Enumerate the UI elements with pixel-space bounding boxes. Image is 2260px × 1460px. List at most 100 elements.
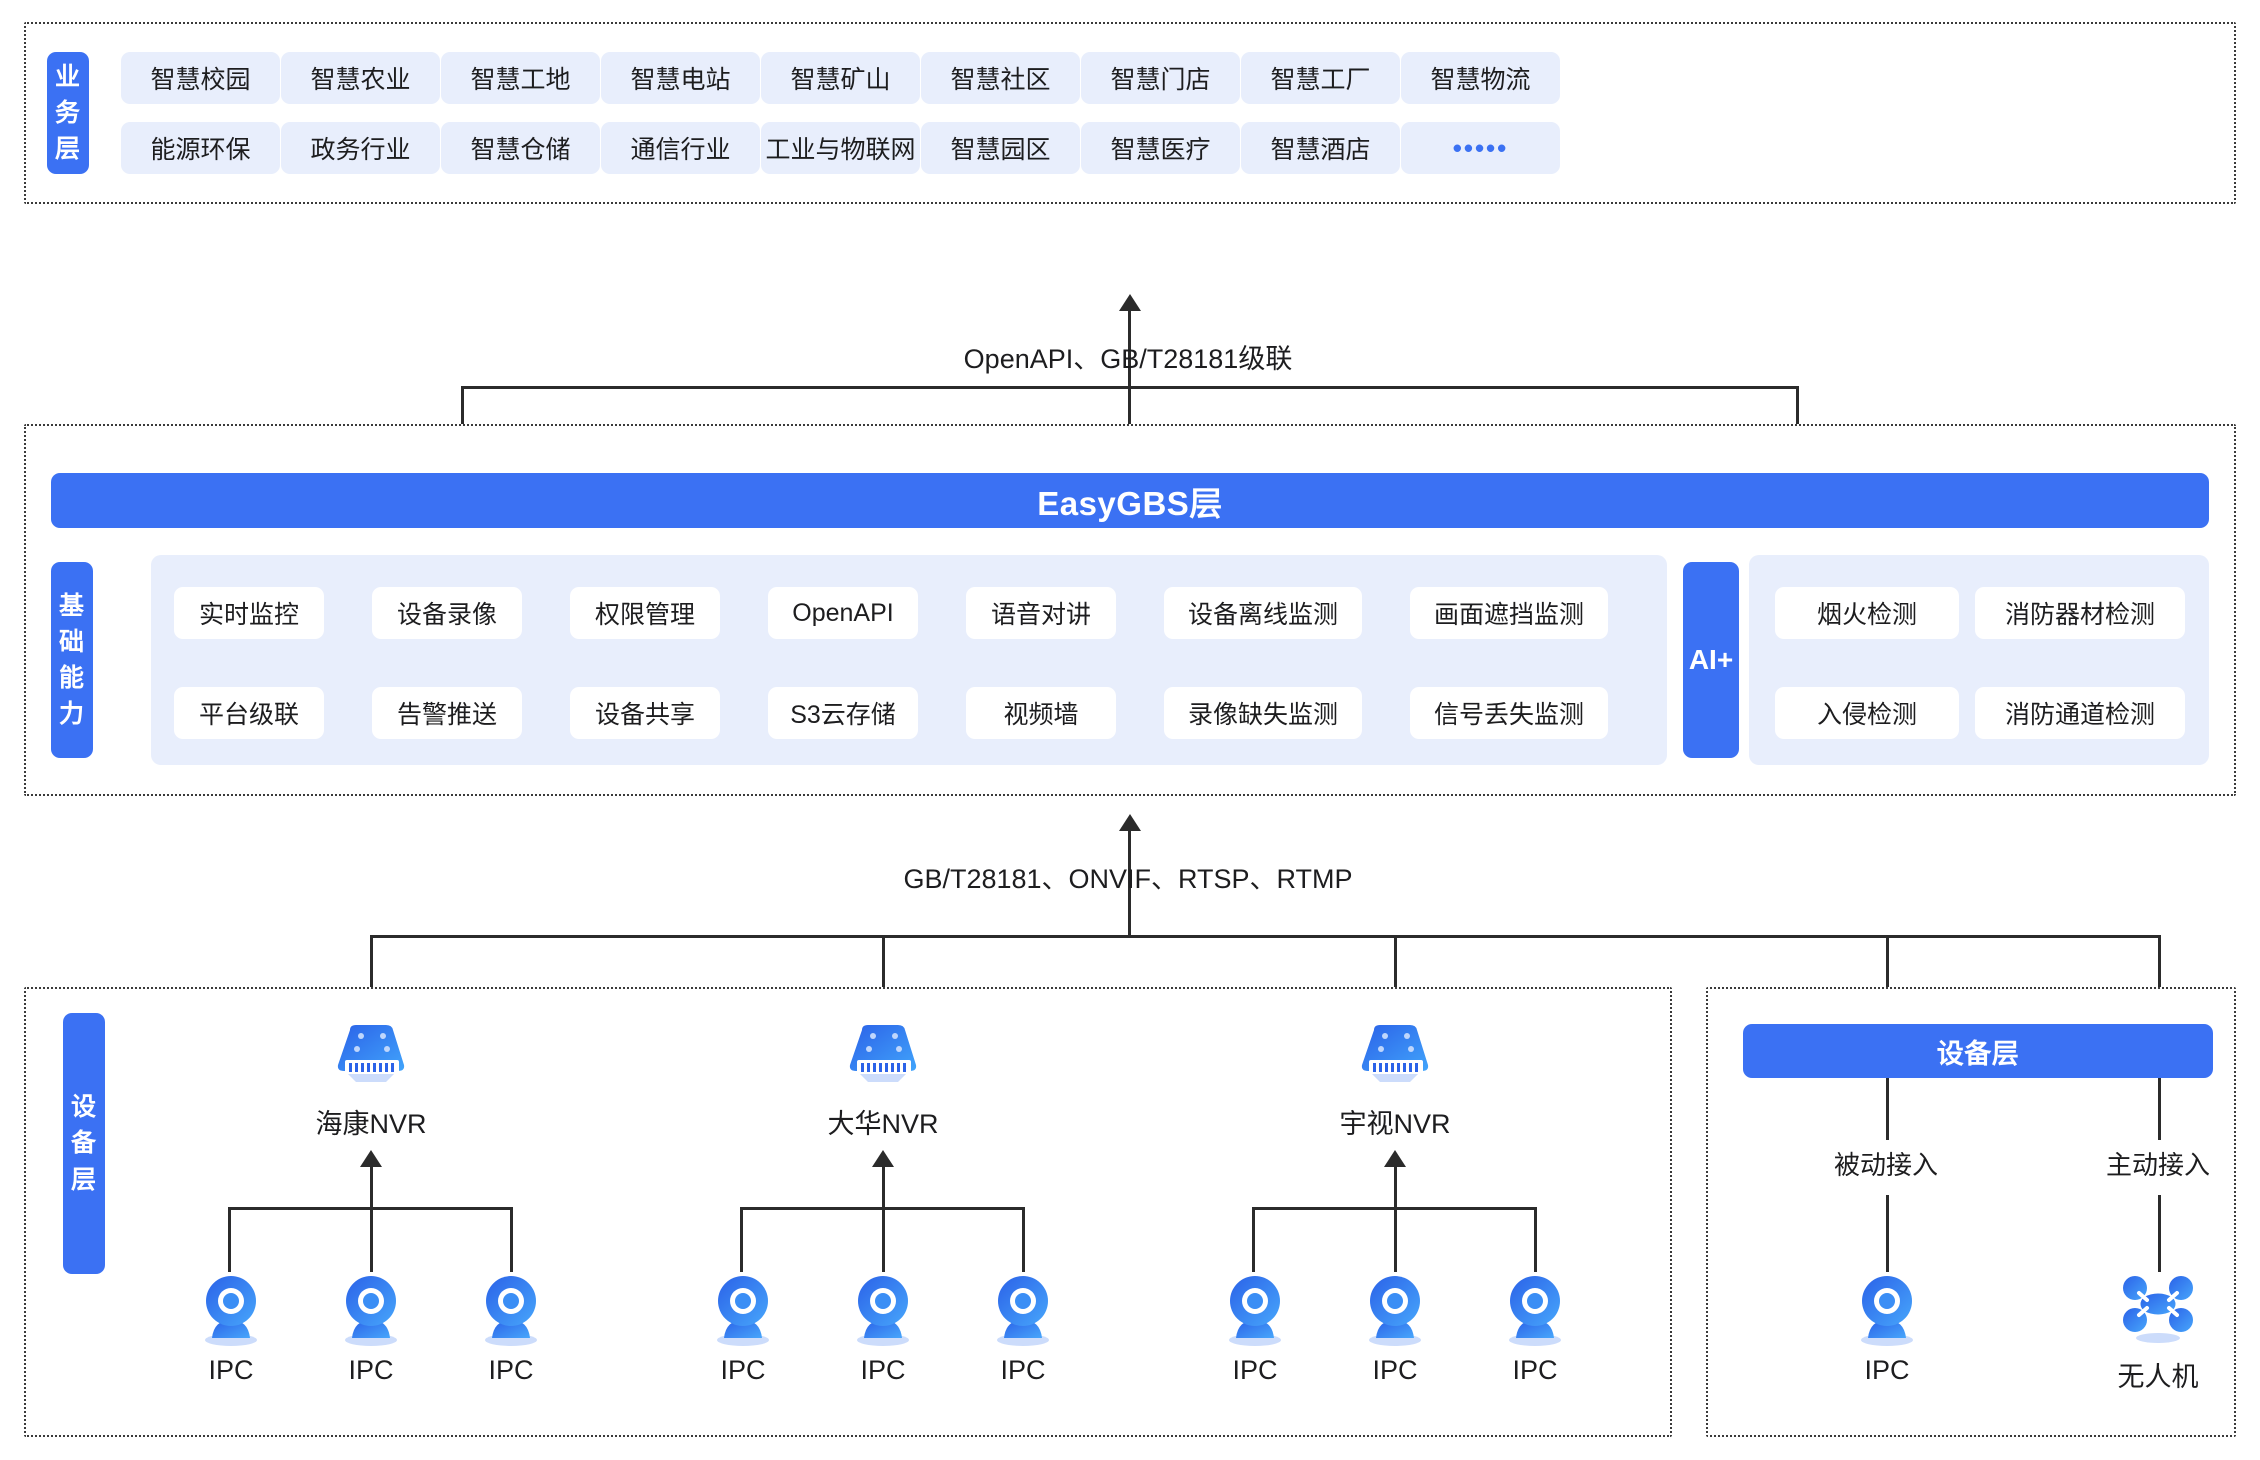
- device-layer-side-char-2: 备: [70, 1129, 97, 1158]
- ipc-camera-icon: [1861, 1276, 1913, 1346]
- easygbs-title-label: EasyGBS层: [1037, 484, 1223, 522]
- uplink-stem-top: [1128, 308, 1131, 388]
- ai-capability-chip[interactable]: 入侵检测: [1775, 687, 1959, 739]
- ipc-camera-icon: [717, 1276, 769, 1346]
- capability-chip-label: S3云存储: [790, 701, 896, 729]
- right-branch-riser-passive: [1886, 935, 1889, 1024]
- business-chip[interactable]: 智慧酒店: [1241, 122, 1400, 174]
- ipc-riser: [228, 1207, 231, 1272]
- nvr-uplink-stem: [370, 1164, 373, 1210]
- business-chip-label: •••••: [1452, 132, 1509, 163]
- ipc-riser: [1394, 1207, 1397, 1272]
- business-chip[interactable]: 智慧工地: [441, 52, 600, 104]
- business-chip[interactable]: 智慧医疗: [1081, 122, 1240, 174]
- capability-chip[interactable]: 设备共享: [570, 687, 720, 739]
- link-label-bottom: GB/T28181、ONVIF、RTSP、RTMP: [903, 864, 1353, 894]
- capability-chip[interactable]: 语音对讲: [966, 587, 1116, 639]
- base-capability-side-char-2: 础: [58, 627, 85, 656]
- business-chip[interactable]: 智慧电站: [601, 52, 760, 104]
- ipc-camera-icon: [205, 1276, 257, 1346]
- uplink-bus-bottom: [370, 935, 2160, 938]
- capability-chip[interactable]: 信号丢失监测: [1410, 687, 1608, 739]
- ai-capability-chip[interactable]: 消防通道检测: [1975, 687, 2185, 739]
- capability-chip[interactable]: 告警推送: [372, 687, 522, 739]
- ipc-riser: [740, 1207, 743, 1272]
- nvr-label: 宇视NVR: [1339, 1109, 1451, 1139]
- drone-icon: [2123, 1276, 2193, 1343]
- capability-chip[interactable]: S3云存储: [768, 687, 918, 739]
- ipc-camera-icon: [997, 1276, 1049, 1346]
- capability-chip[interactable]: 画面遮挡监测: [1410, 587, 1608, 639]
- nvr-uplink-stem: [882, 1164, 885, 1210]
- ipc-camera-icon: [1369, 1276, 1421, 1346]
- ipc-camera-icon: [345, 1276, 397, 1346]
- business-chip-label: 通信行业: [630, 136, 731, 164]
- ai-plus-label: AI+: [1688, 644, 1734, 675]
- ipc-label: IPC: [1000, 1355, 1046, 1385]
- capability-chip[interactable]: 实时监控: [174, 587, 324, 639]
- business-chip[interactable]: 智慧园区: [921, 122, 1080, 174]
- business-chip[interactable]: 工业与物联网: [761, 122, 920, 174]
- business-layer-side-char-3: 层: [54, 135, 81, 164]
- ai-capability-chip-label: 消防器材检测: [2004, 601, 2155, 629]
- business-chip-label: 智慧门店: [1110, 66, 1211, 94]
- ipc-label: IPC: [208, 1355, 254, 1385]
- business-chip[interactable]: 智慧社区: [921, 52, 1080, 104]
- business-chip[interactable]: 通信行业: [601, 122, 760, 174]
- capability-chip[interactable]: 视频墙: [966, 687, 1116, 739]
- capability-chip[interactable]: 权限管理: [570, 587, 720, 639]
- capability-chip[interactable]: 设备离线监测: [1164, 587, 1362, 639]
- business-chip[interactable]: 智慧门店: [1081, 52, 1240, 104]
- business-chip-label: 智慧园区: [950, 136, 1051, 164]
- ipc-camera-icon: [857, 1276, 909, 1346]
- nvr-icon: [849, 1025, 917, 1082]
- passive-branch-line-bottom: [1886, 1195, 1889, 1272]
- capability-chip[interactable]: 平台级联: [174, 687, 324, 739]
- base-capability-side-char-3: 能: [58, 664, 85, 692]
- business-chip[interactable]: 智慧工厂: [1241, 52, 1400, 104]
- business-chip-label: 智慧工地: [470, 66, 571, 94]
- ipc-riser: [1252, 1207, 1255, 1272]
- ai-capability-chip[interactable]: 烟火检测: [1775, 587, 1959, 639]
- capability-chip-label: 视频墙: [1003, 701, 1079, 729]
- capability-chip-label: 实时监控: [198, 601, 299, 629]
- ipc-riser: [1534, 1207, 1537, 1272]
- ipc-riser: [882, 1207, 885, 1272]
- business-chip-label: 智慧社区: [950, 66, 1051, 94]
- uplink-arrow-bottom: [1119, 814, 1141, 831]
- nvr-uplink-arrow: [1384, 1150, 1406, 1167]
- ai-capability-chip-label: 烟火检测: [1816, 601, 1917, 629]
- capability-chip-label: 信号丢失监测: [1433, 701, 1584, 729]
- capability-chip[interactable]: OpenAPI: [768, 587, 918, 639]
- business-chip[interactable]: 智慧农业: [281, 52, 440, 104]
- capability-chip[interactable]: 设备录像: [372, 587, 522, 639]
- device-layer-side-char-3: 层: [70, 1165, 97, 1194]
- ipc-label: IPC: [1372, 1355, 1418, 1385]
- base-capability-side-char-4: 力: [58, 700, 85, 729]
- ipc-label: IPC: [720, 1355, 766, 1385]
- ai-capability-chip[interactable]: 消防器材检测: [1975, 587, 2185, 639]
- business-layer-side-char-1: 业: [54, 62, 81, 91]
- business-chip-label: 智慧工厂: [1270, 66, 1371, 94]
- business-chip-more[interactable]: •••••: [1401, 122, 1560, 174]
- device-layer-right-title-bar: 设备层: [1743, 1024, 2213, 1078]
- business-chip[interactable]: 能源环保: [121, 122, 280, 174]
- ipc-riser: [510, 1207, 513, 1272]
- business-chip-label: 智慧农业: [310, 66, 411, 94]
- business-chip[interactable]: 政务行业: [281, 122, 440, 174]
- base-capability-side-label: 基 础 能 力: [51, 562, 93, 758]
- ipc-label: IPC: [1512, 1355, 1558, 1385]
- device-layer-left-side-label: 设 备 层: [63, 1013, 105, 1274]
- nvr-label: 大华NVR: [827, 1109, 939, 1139]
- business-chip[interactable]: 智慧物流: [1401, 52, 1560, 104]
- uplink-arrow-top: [1119, 294, 1141, 311]
- business-chip[interactable]: 智慧仓储: [441, 122, 600, 174]
- business-chip[interactable]: 智慧矿山: [761, 52, 920, 104]
- nvr-icon: [337, 1025, 405, 1082]
- ipc-riser: [370, 1207, 373, 1272]
- capability-chip[interactable]: 录像缺失监测: [1164, 687, 1362, 739]
- active-branch-line-bottom: [2158, 1195, 2161, 1272]
- business-chip[interactable]: 智慧校园: [121, 52, 280, 104]
- base-capability-side-char-1: 基: [58, 591, 85, 620]
- passive-access-label: 被动接入: [1833, 1150, 1938, 1180]
